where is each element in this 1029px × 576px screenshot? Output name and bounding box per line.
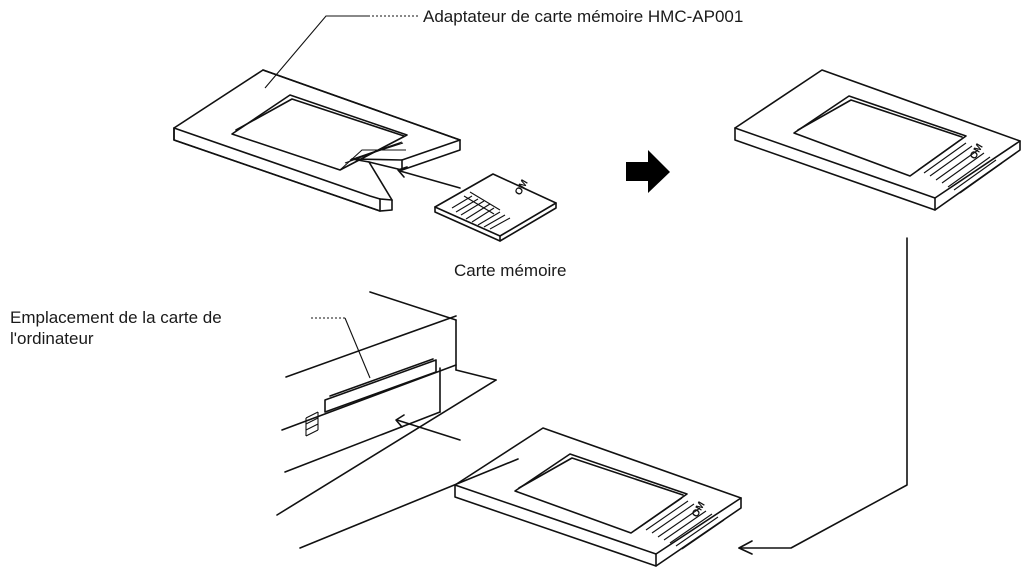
result-arrow-icon (626, 150, 670, 193)
memory-card: OM (434, 173, 557, 242)
slot-label-line2: l'ordinateur (10, 329, 94, 348)
computer-slot-label: Emplacement de la carte de l'ordinateur (10, 307, 222, 349)
adapter-label: Adaptateur de carte mémoire HMC-AP001 (423, 7, 744, 26)
slot-leader (344, 317, 371, 379)
computer-card-slot (276, 291, 519, 549)
adapter-with-card-bottom: OM (454, 427, 742, 567)
insert-slot-arrow (395, 414, 461, 441)
insert-card-arrow (397, 166, 461, 189)
memory-card-adapter (173, 69, 461, 212)
memory-card-label: Carte mémoire (454, 261, 567, 280)
connector-arrow (738, 237, 908, 555)
adapter-with-card-top: OM (734, 69, 1021, 211)
adapter-leader (264, 15, 370, 89)
slot-label-line1: Emplacement de la carte de (10, 308, 222, 327)
